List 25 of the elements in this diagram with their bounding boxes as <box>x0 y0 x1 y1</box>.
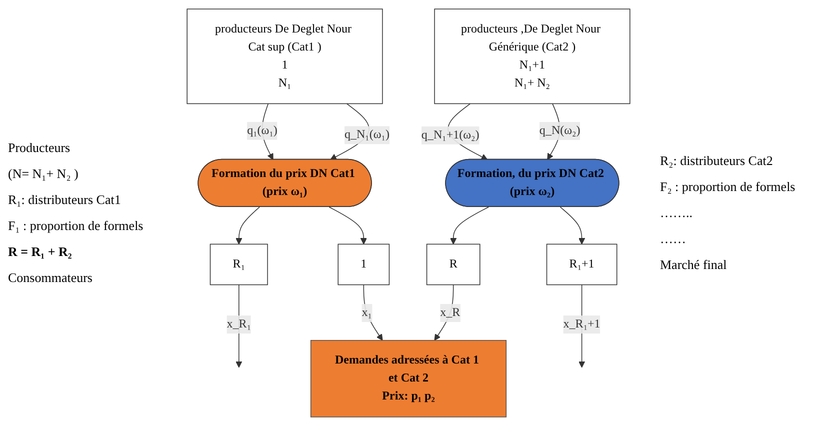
arrow <box>450 206 489 244</box>
node-box <box>338 244 390 286</box>
side-note: (N= N₁+ N₂ ) <box>8 166 80 182</box>
arrow <box>236 206 260 244</box>
legend-note: F₁ : proportion de formels <box>8 218 144 234</box>
ellipsis: …….. <box>660 205 694 221</box>
legend-note: R₂: distributeurs Cat2 <box>660 153 774 169</box>
node-box <box>434 8 630 104</box>
node-box <box>186 8 383 104</box>
arrow <box>434 284 454 341</box>
arrow <box>560 206 586 244</box>
ellipsis: …… <box>660 231 687 247</box>
legend-note: F₂ : proportion de formels <box>660 179 796 195</box>
node-box <box>310 340 507 418</box>
node-box <box>210 244 268 286</box>
formula: R = R₁ + R₂ <box>8 244 73 260</box>
section-label: Marché final <box>660 257 728 273</box>
flowchart-diagram: q₁(ω₁) q_N₁(ω₁) q_N₁+1(ω₂) q_N(ω₂) x₁ x_R₁ x_R₁+1 x_R producteurs De Deglet Nour Cat sup (Cat1 ) 1 N₁ producteurs ,De Deglet Nour Générique (Cat2 ) N₁+1 N₁+ N₂ Formation du prix DN Cat1 (prix ω₁) Formation, du prix DN Cat2 (prix ω₂) R₁ 1 R R₁+1 Demandes adressées à Cat 1 et Cat 2 Prix: p₁ p₂ <box>165 3 652 423</box>
arrow <box>328 206 367 244</box>
side-label: Producteurs <box>8 140 72 156</box>
arrow <box>363 284 383 341</box>
side-label: Consommateurs <box>8 270 94 286</box>
node-box <box>426 244 480 286</box>
node-box <box>546 244 618 286</box>
legend-note: R₁: distributeurs Cat1 <box>8 192 122 208</box>
